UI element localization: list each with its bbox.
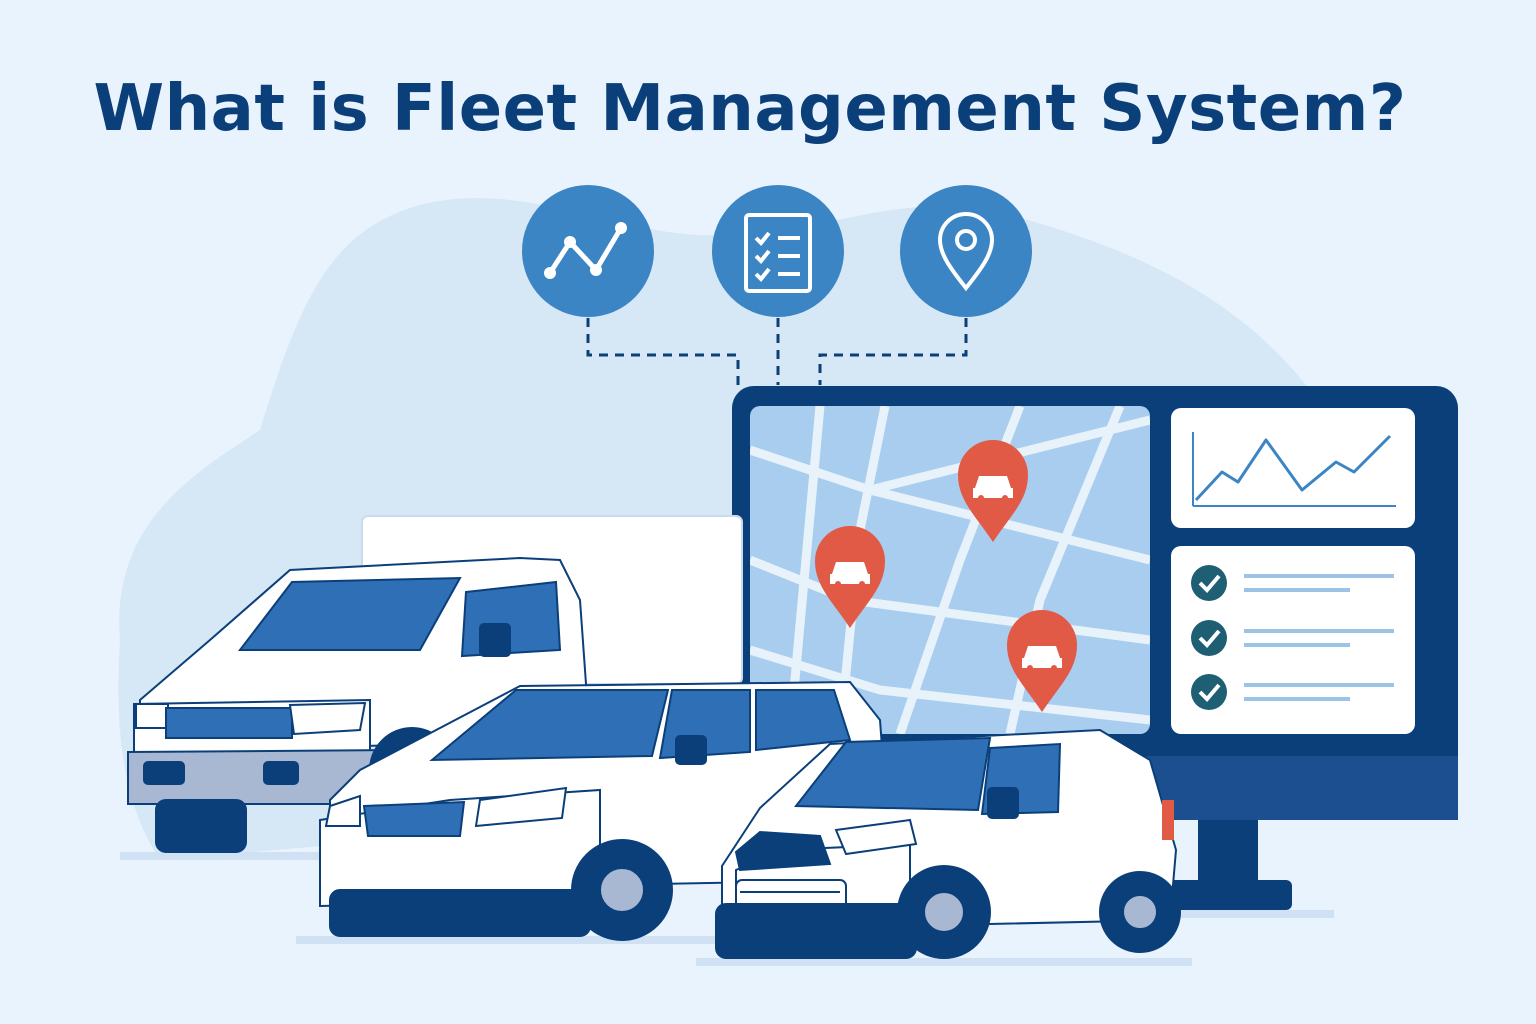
analytics-circle[interactable]	[522, 185, 654, 317]
checklist-icon	[744, 213, 812, 293]
mini-trend-line	[1194, 434, 1392, 502]
car-marker-icon[interactable]	[1007, 610, 1077, 712]
checklist-card	[1171, 546, 1415, 734]
trend-line-icon	[547, 226, 624, 275]
check-item[interactable]	[1191, 565, 1394, 601]
page-title: What is Fleet Management System?	[93, 72, 1407, 146]
connector-lines	[586, 318, 968, 385]
location-circle[interactable]	[900, 185, 1032, 317]
map-panel	[750, 406, 1150, 734]
delivery-van[interactable]	[715, 728, 1181, 959]
car-marker-icon[interactable]	[958, 440, 1028, 542]
checklist-circle[interactable]	[712, 185, 844, 317]
chart-card	[1171, 408, 1415, 528]
location-pin-icon	[937, 212, 995, 292]
car-marker-icon[interactable]	[815, 526, 885, 628]
check-item[interactable]	[1191, 620, 1394, 656]
feature-icons	[522, 185, 1032, 385]
check-item[interactable]	[1191, 674, 1394, 710]
